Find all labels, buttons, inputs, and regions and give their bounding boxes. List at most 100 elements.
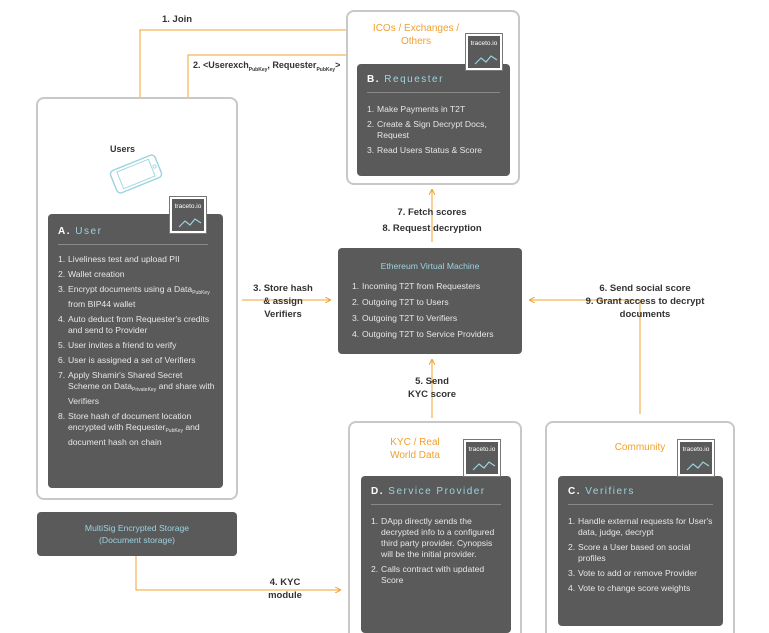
requester-letter: B. — [367, 74, 380, 85]
send-kyc-l2: KYC score — [407, 389, 457, 400]
req-post: > — [335, 60, 341, 70]
divider — [58, 244, 208, 245]
list-item: 1.Handle external requests for User's da… — [568, 516, 713, 537]
divider — [367, 92, 500, 93]
service-provider-items: 1.DApp directly sends the decrypted info… — [371, 516, 505, 590]
store-hash-l3: Verifiers — [264, 309, 302, 320]
evm-title: Ethereum Virtual Machine — [380, 261, 480, 271]
verifier-item-2: Score a User based on social profiles — [578, 542, 691, 563]
list-item: 5.User invites a friend to verify — [58, 340, 216, 351]
logo-text: traceto.io — [470, 40, 498, 47]
user-item-8a: Store hash of document location encrypte… — [68, 411, 192, 432]
storage-l2: (Document storage) — [99, 535, 175, 545]
user-item-3a: Encrypt documents using a Data — [68, 284, 193, 294]
social-l1: 6. Send social score — [599, 283, 691, 294]
icos-label-l1: ICOs / Exchanges / — [372, 23, 460, 34]
trend-icon — [686, 461, 710, 471]
kyc-label-l2: World Data — [390, 450, 440, 461]
requester-items: 1.Make Payments in T2T 2.Create & Sign D… — [367, 104, 505, 160]
list-item: 2.Wallet creation — [58, 269, 216, 280]
item-num: 1. — [58, 254, 66, 264]
list-item: 4.Vote to change score weights — [568, 583, 691, 593]
user-item-1: Liveliness test and upload PII — [68, 254, 180, 264]
user-items: 1.Liveliness test and upload PII 2.Walle… — [58, 254, 216, 452]
evm-items: 1.Incoming T2T from Requesters 2.Outgoin… — [352, 280, 517, 344]
user-item-6: User is assigned a set of Verifiers — [68, 355, 196, 365]
verifiers-card: C. Verifiers 1.Handle external requests … — [558, 476, 723, 626]
trend-icon — [474, 55, 498, 65]
item-num: 5. — [58, 340, 66, 350]
traceto-logo: traceto.io — [169, 196, 207, 234]
user-letter: A. — [58, 226, 71, 237]
list-item: 6.User is assigned a set of Verifiers — [58, 355, 216, 366]
trend-icon — [178, 218, 202, 228]
phone-icon — [109, 154, 163, 194]
logo-text: traceto.io — [174, 203, 202, 210]
req-sub1: PubKey — [248, 66, 268, 73]
icos-label-l2: Others — [400, 36, 431, 47]
evm-item-2: Outgoing T2T to Users — [362, 297, 449, 307]
social-score-label: 6. Send social score 9. Grant access to … — [570, 282, 720, 321]
divider — [371, 504, 501, 505]
user-card-title: A. User — [58, 226, 102, 237]
requester-card: B. Requester 1.Make Payments in T2T 2.Cr… — [357, 64, 510, 176]
sp-item-2: Calls contract with updated Score — [381, 564, 485, 585]
verifier-item-4: Vote to change score weights — [578, 583, 691, 593]
requester-item-2: Create & Sign Decrypt Docs, Request — [377, 119, 487, 140]
item-num: 7. — [58, 370, 66, 380]
user-card: A. User 1.Liveliness test and upload PII… — [48, 214, 223, 488]
requester-edge-label: 2. <UserexchPubKey, RequesterPubKey> — [193, 59, 340, 77]
evm-item-4: Outgoing T2T to Service Providers — [362, 329, 494, 339]
verifiers-items: 1.Handle external requests for User's da… — [568, 516, 716, 598]
traceto-logo: traceto.io — [465, 33, 503, 71]
list-item: 1.Make Payments in T2T — [367, 104, 466, 114]
user-item-5: User invites a friend to verify — [68, 340, 177, 350]
fetch-l2: 8. Request decryption — [382, 223, 482, 234]
list-item: 1.DApp directly sends the decrypted info… — [371, 516, 495, 559]
evm-item-1: Incoming T2T from Requesters — [362, 281, 481, 291]
social-l2: 9. Grant access to decrypt — [585, 296, 705, 307]
requester-card-title: B. Requester — [367, 74, 444, 85]
item-num: 4. — [58, 314, 66, 324]
logo-text: traceto.io — [468, 446, 496, 453]
user-item-7sub: PrivateKey — [132, 387, 157, 393]
service-provider-card-title: D. Service Provider — [371, 486, 486, 497]
send-kyc-label: 5. Send KYC score — [400, 375, 464, 401]
store-hash-l2: & assign — [263, 296, 303, 307]
verifiers-title: Verifiers — [585, 486, 635, 497]
list-item: 3.Read Users Status & Score — [367, 145, 483, 155]
requester-item-3: Read Users Status & Score — [377, 145, 483, 155]
req-mid: , Requester — [267, 60, 317, 70]
req-pre: 2. <Userexch — [193, 60, 249, 70]
user-item-3b: from BIP44 wallet — [68, 299, 136, 309]
list-item: 2.Create & Sign Decrypt Docs, Request — [367, 119, 487, 140]
verifiers-card-title: C. Verifiers — [568, 486, 635, 497]
list-item: 8.Store hash of document location encryp… — [58, 411, 216, 448]
fetch-l1: 7. Fetch scores — [397, 207, 467, 218]
list-item: 3.Vote to add or remove Provider — [568, 568, 697, 578]
traceto-logo: traceto.io — [463, 439, 501, 477]
user-item-3sub: PubKey — [192, 290, 210, 296]
kyc-module-l1: 4. KYC — [269, 577, 301, 588]
requester-item-1: Make Payments in T2T — [377, 104, 466, 114]
list-item: 7.Apply Shamir's Shared Secret Scheme on… — [58, 370, 216, 407]
divider — [568, 504, 713, 505]
join-label: 1. Join — [162, 14, 193, 25]
item-num: 6. — [58, 355, 66, 365]
list-item: 1.Liveliness test and upload PII — [58, 254, 216, 265]
verifier-item-3: Vote to add or remove Provider — [578, 568, 697, 578]
user-item-8b: and document hash on chain — [68, 422, 200, 447]
item-num: 8. — [58, 411, 66, 421]
list-item: 4.Auto deduct from Requester's credits a… — [58, 314, 216, 336]
kyc-module-label: 4. KYC module — [255, 576, 315, 602]
user-item-7a: Apply Shamir's Shared Secret Scheme on D… — [68, 370, 183, 391]
requester-title: Requester — [384, 74, 444, 85]
kyc-label-l1: KYC / Real — [390, 437, 440, 448]
user-item-2: Wallet creation — [68, 269, 125, 279]
item-num: 3. — [58, 284, 66, 294]
user-title: User — [75, 226, 103, 237]
list-item: 4.Outgoing T2T to Service Providers — [352, 329, 494, 339]
user-item-7b: and share with Verifiers — [68, 381, 215, 406]
list-item: 1.Incoming T2T from Requesters — [352, 281, 481, 291]
kyc-module-l2: module — [268, 590, 302, 601]
